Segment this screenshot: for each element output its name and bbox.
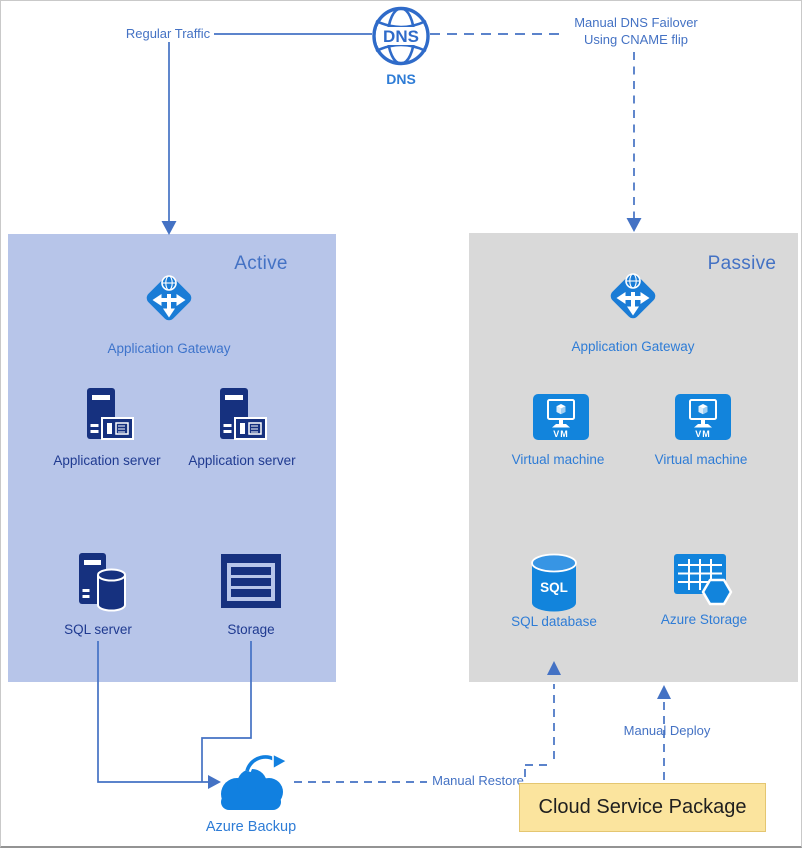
manual-dns-failover-line1: Manual DNS Failover: [574, 15, 698, 30]
regular-traffic-label: Regular Traffic: [125, 26, 211, 41]
cloud-service-package-box: Cloud Service Package: [519, 783, 766, 832]
active-zone-title: Active: [234, 253, 288, 274]
passive-zone-title: Passive: [707, 253, 777, 274]
dns-caption: DNS: [386, 71, 416, 87]
virtual-machine-label: Virtual machine: [654, 452, 748, 467]
dns-icon-text: DNS: [383, 27, 419, 46]
vm-icon-text: VM: [695, 429, 711, 439]
sql-database-label: SQL database: [511, 614, 597, 629]
sql-server-icon: [79, 553, 126, 612]
azure-backup-label: Azure Backup: [205, 819, 297, 835]
virtual-machine-icon: VM: [675, 394, 731, 440]
application-gateway-icon: [146, 275, 192, 321]
manual-deploy-label: Manual Deploy: [623, 723, 711, 738]
application-server-icon: [87, 388, 134, 440]
manual-restore-dashed-line: [294, 684, 555, 783]
dns-globe-icon: DNS: [372, 6, 430, 66]
sql-icon-text: SQL: [540, 580, 568, 595]
active-gateway-label: Application Gateway: [107, 341, 231, 356]
manual-restore-label: Manual Restore: [432, 773, 524, 788]
azure-storage-table-icon: [674, 554, 733, 606]
regular-traffic-line: [168, 33, 372, 222]
arrowhead-into-passive: [626, 218, 642, 232]
application-server-icon: [220, 388, 267, 440]
manual-dns-failover-label: Manual DNS Failover Using CNAME flip: [556, 14, 716, 48]
passive-gateway-label: Application Gateway: [571, 339, 695, 354]
application-gateway-icon: [610, 273, 656, 319]
application-server-label: Application server: [188, 453, 296, 468]
azure-backup-cloud-icon: [221, 752, 289, 810]
cloud-service-package-label: Cloud Service Package: [538, 796, 747, 818]
sql-database-icon: SQL: [531, 553, 577, 612]
application-server-label: Application server: [53, 453, 161, 468]
sql-server-label: SQL server: [64, 622, 132, 637]
storage-rack-icon: [221, 554, 281, 608]
arrowhead-into-active: [161, 221, 177, 235]
dns-failover-dashed-line: [430, 33, 635, 218]
storage-label: Storage: [227, 622, 275, 637]
arrowhead-manual-deploy: [657, 685, 671, 699]
virtual-machine-label: Virtual machine: [511, 452, 605, 467]
virtual-machine-icon: VM: [533, 394, 589, 440]
vm-icon-text: VM: [553, 429, 569, 439]
manual-dns-failover-line2: Using CNAME flip: [583, 32, 689, 47]
azure-storage-label: Azure Storage: [660, 612, 748, 627]
